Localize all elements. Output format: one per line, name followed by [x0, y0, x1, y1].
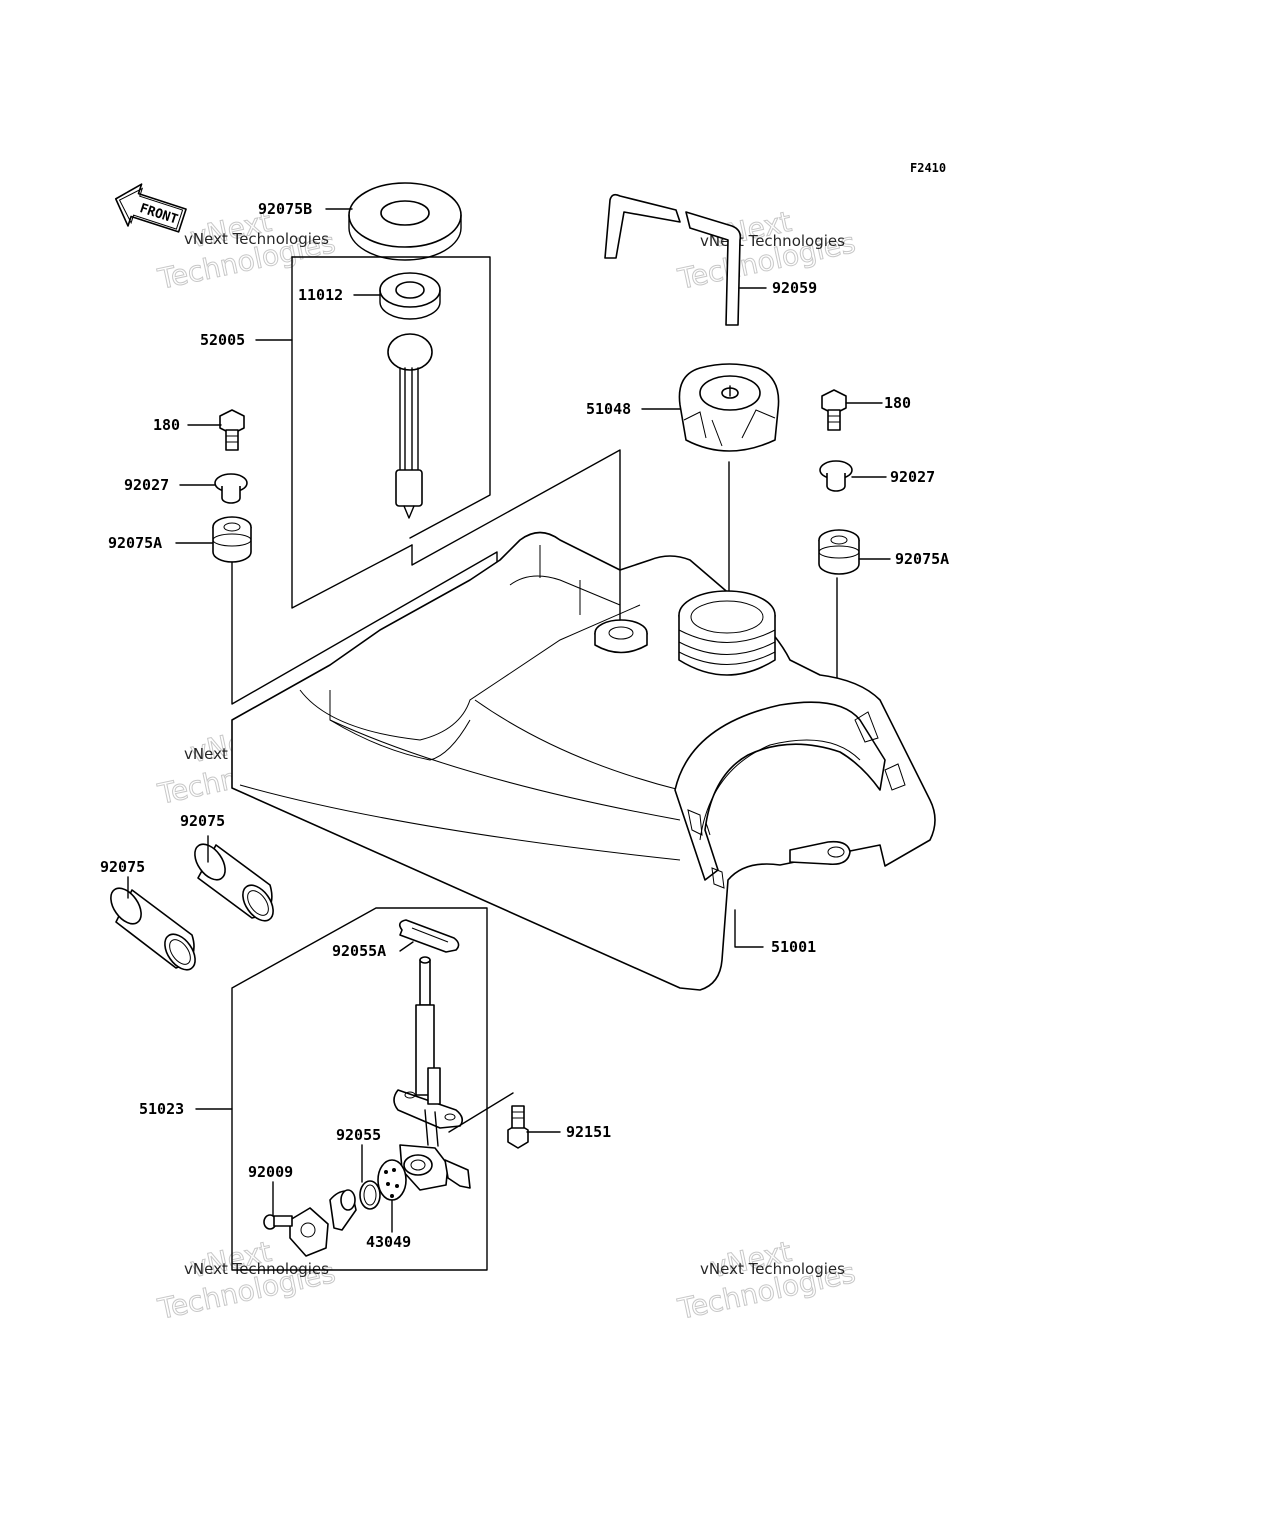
- seal-11012: [379, 272, 441, 320]
- fuel-tank-51001: [231, 531, 936, 991]
- watermark-text: vNext Technologies: [184, 230, 329, 248]
- label-43049: 43049: [366, 1233, 411, 1251]
- left-mount-group: [212, 409, 498, 705]
- fuel-valve-body: [393, 1067, 471, 1191]
- leader-lines: [127, 208, 891, 1233]
- label-92075b: 92075B: [258, 200, 312, 218]
- gasket-92055a: [398, 919, 460, 953]
- label-92075-upper: 92075: [180, 812, 225, 830]
- label-92027-right: 92027: [890, 468, 935, 486]
- label-92027-left: 92027: [124, 476, 169, 494]
- label-52005: 52005: [200, 331, 245, 349]
- screw-92009: [263, 1214, 293, 1230]
- oring-92055: [359, 1180, 381, 1210]
- fuel-cap-51048: [678, 363, 780, 628]
- front-arrow-icon: FRONT: [114, 183, 187, 233]
- watermark-bottom-right: vNextTechnologies vNext Technologies: [674, 1234, 859, 1326]
- bolt-180-right: [821, 389, 847, 431]
- label-92055: 92055: [336, 1126, 381, 1144]
- bolt-92151: [507, 1105, 529, 1149]
- diaphragm-43049: [377, 1159, 407, 1201]
- part-labels: 92075B 11012 52005 180 92027 92075A 9205…: [100, 200, 949, 1251]
- sleeve-92075-upper: [194, 843, 274, 922]
- label-51048: 51048: [586, 400, 631, 418]
- sleeve-92075-lower: [110, 887, 196, 971]
- label-92059: 92059: [772, 279, 817, 297]
- label-92075a-right: 92075A: [895, 550, 949, 568]
- watermark-top-left: vNextTechnologies vNext Technologies: [154, 204, 339, 296]
- fuel-cock-group: [231, 907, 529, 1271]
- label-92075a-left: 92075A: [108, 534, 162, 552]
- label-180-right: 180: [884, 394, 911, 412]
- label-92055a: 92055A: [332, 942, 386, 960]
- breather-hose-92059: [604, 193, 742, 326]
- label-51001: 51001: [771, 938, 816, 956]
- label-92009: 92009: [248, 1163, 293, 1181]
- collar-92027-left: [214, 473, 248, 504]
- label-51023: 51023: [139, 1100, 184, 1118]
- figure-code: F2410: [910, 161, 946, 175]
- collar-92027-right: [819, 460, 853, 492]
- bolt-180-left: [219, 409, 245, 451]
- watermark-text: vNext Technologies: [184, 1260, 329, 1278]
- watermark-text: vNext Technologies: [700, 1260, 845, 1278]
- label-180-left: 180: [153, 416, 180, 434]
- sender-port: [594, 619, 648, 654]
- fuel-gauge-group: [291, 182, 491, 609]
- label-92075-lower: 92075: [100, 858, 145, 876]
- label-11012: 11012: [298, 286, 343, 304]
- damper-92075a-left: [212, 516, 252, 563]
- label-92151: 92151: [566, 1123, 611, 1141]
- damper-92075a-right: [818, 529, 860, 575]
- filler-neck: [678, 590, 776, 676]
- fuel-sender-unit: [387, 333, 433, 519]
- watermark-top-right: vNextTechnologies vNext Technologies: [674, 204, 859, 296]
- valve-lever: [329, 1189, 357, 1231]
- cover-plate: [289, 1207, 329, 1257]
- grommet-92075b: [348, 182, 462, 261]
